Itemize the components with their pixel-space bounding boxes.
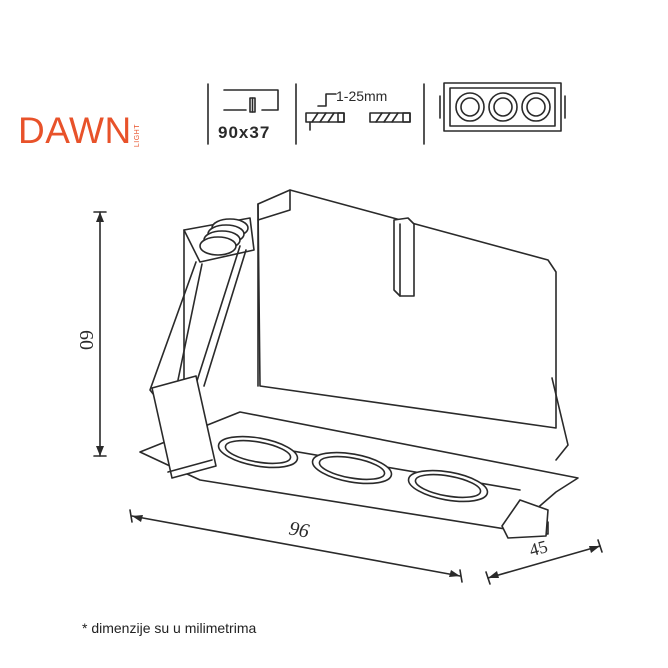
dimension-length-label: 96 xyxy=(287,518,311,543)
spec-strip: 90x37 1-25mm xyxy=(207,82,566,145)
dimension-depth-label: 45 xyxy=(527,536,550,560)
brand-logo: DAWN LIGHT xyxy=(18,112,141,149)
lens-3 xyxy=(407,469,489,503)
spring-coil xyxy=(199,218,249,256)
dimension-height-label: 60 xyxy=(75,330,97,350)
housing-slot xyxy=(393,217,415,297)
front-view-icon xyxy=(439,82,566,132)
right-foot xyxy=(501,499,549,539)
dimension-depth xyxy=(485,539,603,585)
cutout-icon xyxy=(223,89,279,113)
dimension-length xyxy=(129,509,463,583)
lens-1 xyxy=(217,435,299,469)
lens-2 xyxy=(311,451,393,485)
brand-name: DAWN xyxy=(18,110,132,151)
dimension-height xyxy=(93,211,107,457)
cutout-size: 90x37 xyxy=(218,123,270,142)
ceiling-thickness-icon xyxy=(305,93,411,131)
footnote: * dimenzije su u milimetrima xyxy=(82,620,257,636)
product-drawing xyxy=(139,189,579,539)
thickness-range: 1-25mm xyxy=(336,88,387,104)
spring-clip xyxy=(151,375,217,479)
